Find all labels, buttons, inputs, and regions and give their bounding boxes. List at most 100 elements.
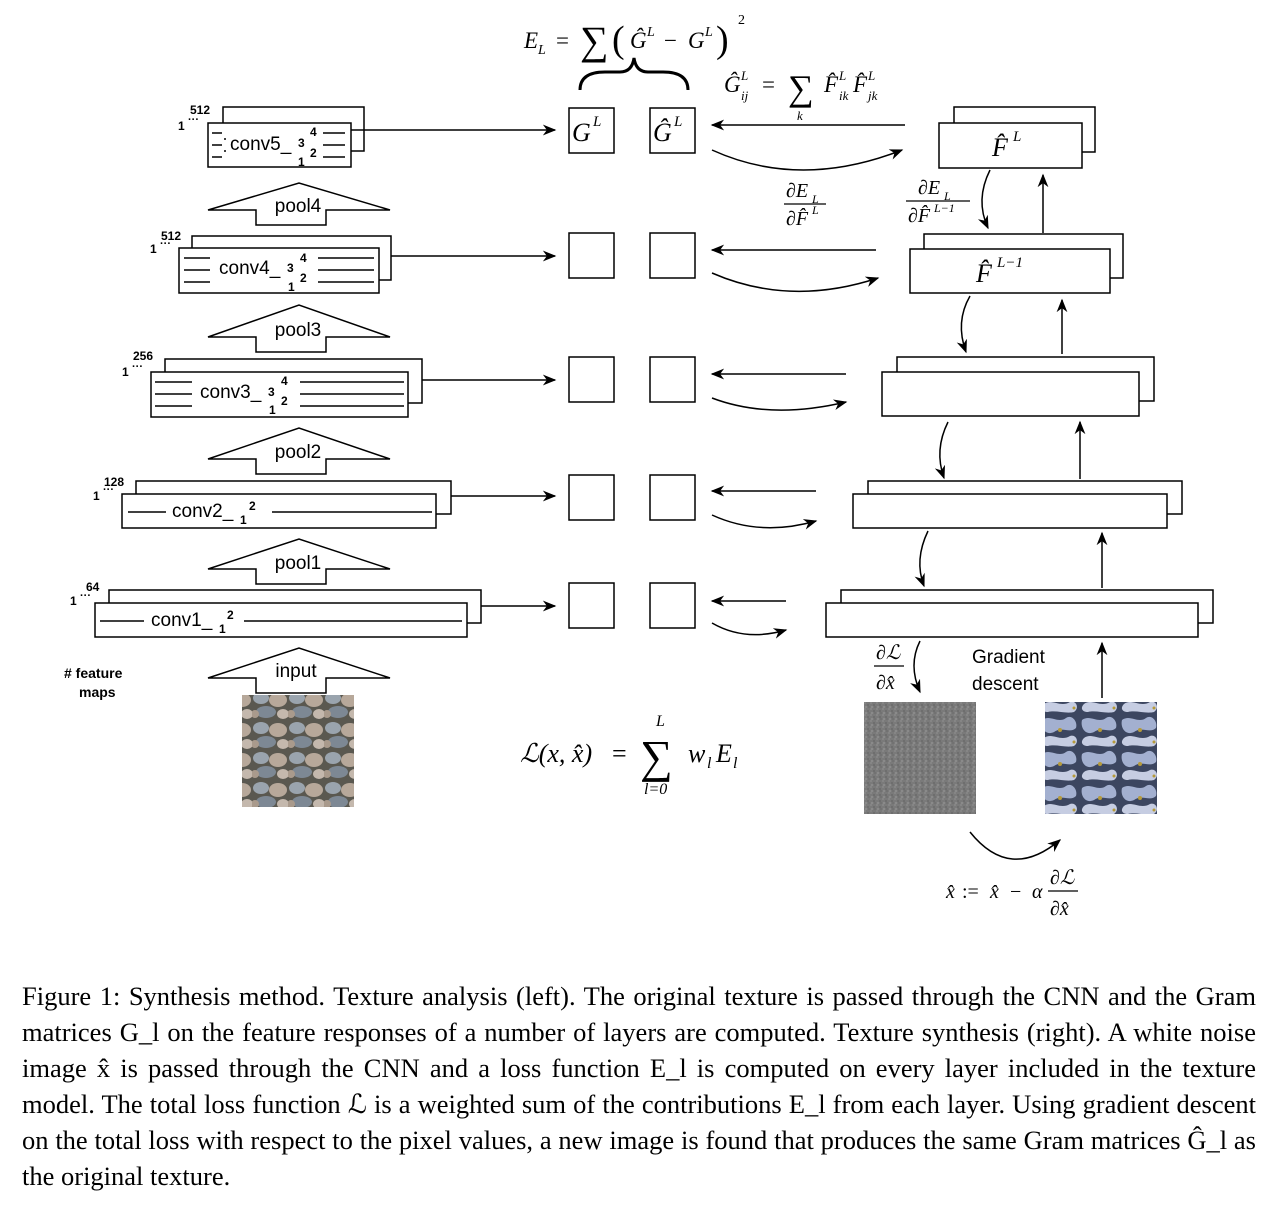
svg-text:L: L bbox=[811, 203, 819, 217]
svg-text:L: L bbox=[943, 189, 951, 203]
svg-text:···: ··· bbox=[80, 590, 91, 602]
svg-text:L: L bbox=[740, 68, 748, 83]
svg-text:1: 1 bbox=[269, 403, 276, 417]
svg-text:L: L bbox=[838, 68, 846, 83]
svg-text:F̂: F̂ bbox=[975, 259, 993, 288]
svg-text:∑: ∑ bbox=[580, 18, 609, 63]
svg-text:Ĝ: Ĝ bbox=[724, 72, 741, 97]
gradient-label-1: Gradient bbox=[972, 647, 1046, 668]
svg-text:1: 1 bbox=[150, 242, 157, 256]
svg-text:=: = bbox=[556, 28, 569, 53]
svg-text:l: l bbox=[733, 755, 738, 772]
svg-text::=: := bbox=[962, 881, 979, 903]
svg-text:=: = bbox=[762, 72, 775, 97]
svg-text:L: L bbox=[655, 713, 665, 730]
svg-text:2: 2 bbox=[310, 146, 317, 160]
update-equation: x̂ := x̂ − α ∂ℒ ∂x̂ bbox=[945, 867, 1078, 920]
synthesis-layer-top: F̂ L bbox=[938, 106, 1096, 169]
svg-text:x̂: x̂ bbox=[989, 881, 999, 903]
energy-equation: E L = ∑ ( Ĝ L − G L ) 2 bbox=[523, 13, 745, 63]
pool-arrow-input: input bbox=[207, 647, 391, 694]
gram-matrices bbox=[568, 107, 696, 629]
pool-arrow-pool3: pool3 bbox=[207, 304, 391, 353]
svg-text:512: 512 bbox=[190, 103, 210, 117]
svg-text:L: L bbox=[673, 114, 682, 130]
svg-text:256: 256 bbox=[133, 349, 153, 363]
svg-text:pool2: pool2 bbox=[275, 442, 322, 463]
svg-text:1: 1 bbox=[178, 119, 185, 133]
gradient-label-2: descent bbox=[972, 674, 1039, 695]
svg-text:L: L bbox=[811, 192, 819, 206]
svg-text:3: 3 bbox=[287, 261, 294, 275]
figure-caption: Figure 1: Synthesis method. Texture anal… bbox=[22, 978, 1256, 1194]
svg-text:2: 2 bbox=[249, 499, 256, 513]
layer-conv1: conv1_ 2 1 64 1 ··· bbox=[70, 580, 482, 638]
feature-maps-label-1: # feature bbox=[64, 665, 123, 681]
svg-text:ik: ik bbox=[839, 88, 849, 103]
svg-text:L−1: L−1 bbox=[933, 201, 955, 215]
svg-text:L−1: L−1 bbox=[996, 255, 1023, 271]
analysis-arrows bbox=[351, 124, 557, 612]
svg-text:l=0: l=0 bbox=[644, 781, 667, 798]
svg-text:ij: ij bbox=[741, 88, 749, 103]
svg-text:1: 1 bbox=[93, 489, 100, 503]
svg-text:1: 1 bbox=[288, 280, 295, 294]
dL-dx-label: ∂ℒ ∂x̂ bbox=[874, 642, 904, 694]
layer-conv3: conv3_ 3 4 2 1 256 1 ··· bbox=[122, 349, 423, 418]
svg-text:w: w bbox=[688, 739, 706, 768]
svg-text:Ĝ: Ĝ bbox=[630, 28, 647, 53]
svg-text:∂E: ∂E bbox=[786, 180, 808, 202]
gram-G-label: G L bbox=[572, 114, 601, 147]
svg-text:input: input bbox=[275, 661, 317, 682]
svg-text:4: 4 bbox=[310, 125, 317, 139]
svg-text:∂ℒ: ∂ℒ bbox=[876, 642, 901, 664]
svg-text:x̂: x̂ bbox=[945, 881, 955, 903]
svg-text:1: 1 bbox=[298, 155, 305, 169]
svg-text:L: L bbox=[1012, 129, 1021, 145]
svg-text:Ĝ: Ĝ bbox=[653, 118, 672, 147]
gram-Ghat-label: Ĝ L bbox=[653, 114, 682, 147]
svg-text:3: 3 bbox=[268, 385, 275, 399]
feature-maps-label-2: maps bbox=[79, 684, 116, 700]
synthesis-figure: E L = ∑ ( Ĝ L − G L ) 2 Ĝ L ij = ∑ k F̂ … bbox=[64, 13, 1214, 920]
svg-text:···: ··· bbox=[160, 238, 171, 250]
svg-text:4: 4 bbox=[281, 374, 288, 388]
svg-text:∑: ∑ bbox=[788, 68, 814, 108]
svg-text:···: ··· bbox=[188, 114, 199, 126]
svg-text:L: L bbox=[592, 114, 601, 130]
svg-text:512: 512 bbox=[161, 229, 181, 243]
svg-text:∂E: ∂E bbox=[918, 177, 940, 199]
svg-text:(: ( bbox=[612, 19, 625, 61]
svg-text:E: E bbox=[715, 739, 732, 768]
svg-text:pool1: pool1 bbox=[275, 553, 322, 574]
svg-text:−: − bbox=[664, 28, 677, 53]
synthesis-arrows bbox=[710, 119, 905, 639]
svg-text:pool3: pool3 bbox=[275, 320, 322, 341]
svg-text:F̂: F̂ bbox=[991, 133, 1009, 162]
svg-text:1: 1 bbox=[240, 513, 247, 527]
svg-text:L: L bbox=[537, 43, 546, 58]
synthesis-flow-arrows bbox=[910, 169, 1108, 698]
svg-text:4: 4 bbox=[300, 251, 307, 265]
svg-text:α: α bbox=[1032, 881, 1043, 903]
svg-text:1: 1 bbox=[70, 594, 77, 608]
synthesis-layer-4 bbox=[852, 480, 1183, 529]
svg-text:=: = bbox=[612, 739, 627, 768]
svg-text:F̂: F̂ bbox=[823, 71, 839, 97]
svg-text:jk: jk bbox=[866, 88, 878, 103]
svg-text:∂x̂: ∂x̂ bbox=[1050, 898, 1069, 920]
svg-text:2: 2 bbox=[227, 608, 234, 622]
svg-text:∑: ∑ bbox=[640, 731, 673, 782]
svg-text:1: 1 bbox=[219, 622, 226, 636]
svg-text:2: 2 bbox=[300, 271, 307, 285]
svg-text:): ) bbox=[716, 19, 729, 61]
synthesis-layer-5 bbox=[825, 589, 1214, 638]
svg-text:∂ℒ: ∂ℒ bbox=[1050, 867, 1075, 889]
update-arrow bbox=[969, 831, 1062, 860]
svg-text:E: E bbox=[523, 28, 538, 53]
svg-text:···: ··· bbox=[103, 484, 114, 496]
gram-definition: Ĝ L ij = ∑ k F̂ L ik F̂ L jk bbox=[724, 68, 878, 123]
svg-text:∂F̂: ∂F̂ bbox=[786, 207, 809, 230]
svg-text:pool4: pool4 bbox=[275, 196, 322, 217]
layer-conv5: conv5_ 3 4 2 1 512 1 ··· bbox=[178, 103, 365, 169]
